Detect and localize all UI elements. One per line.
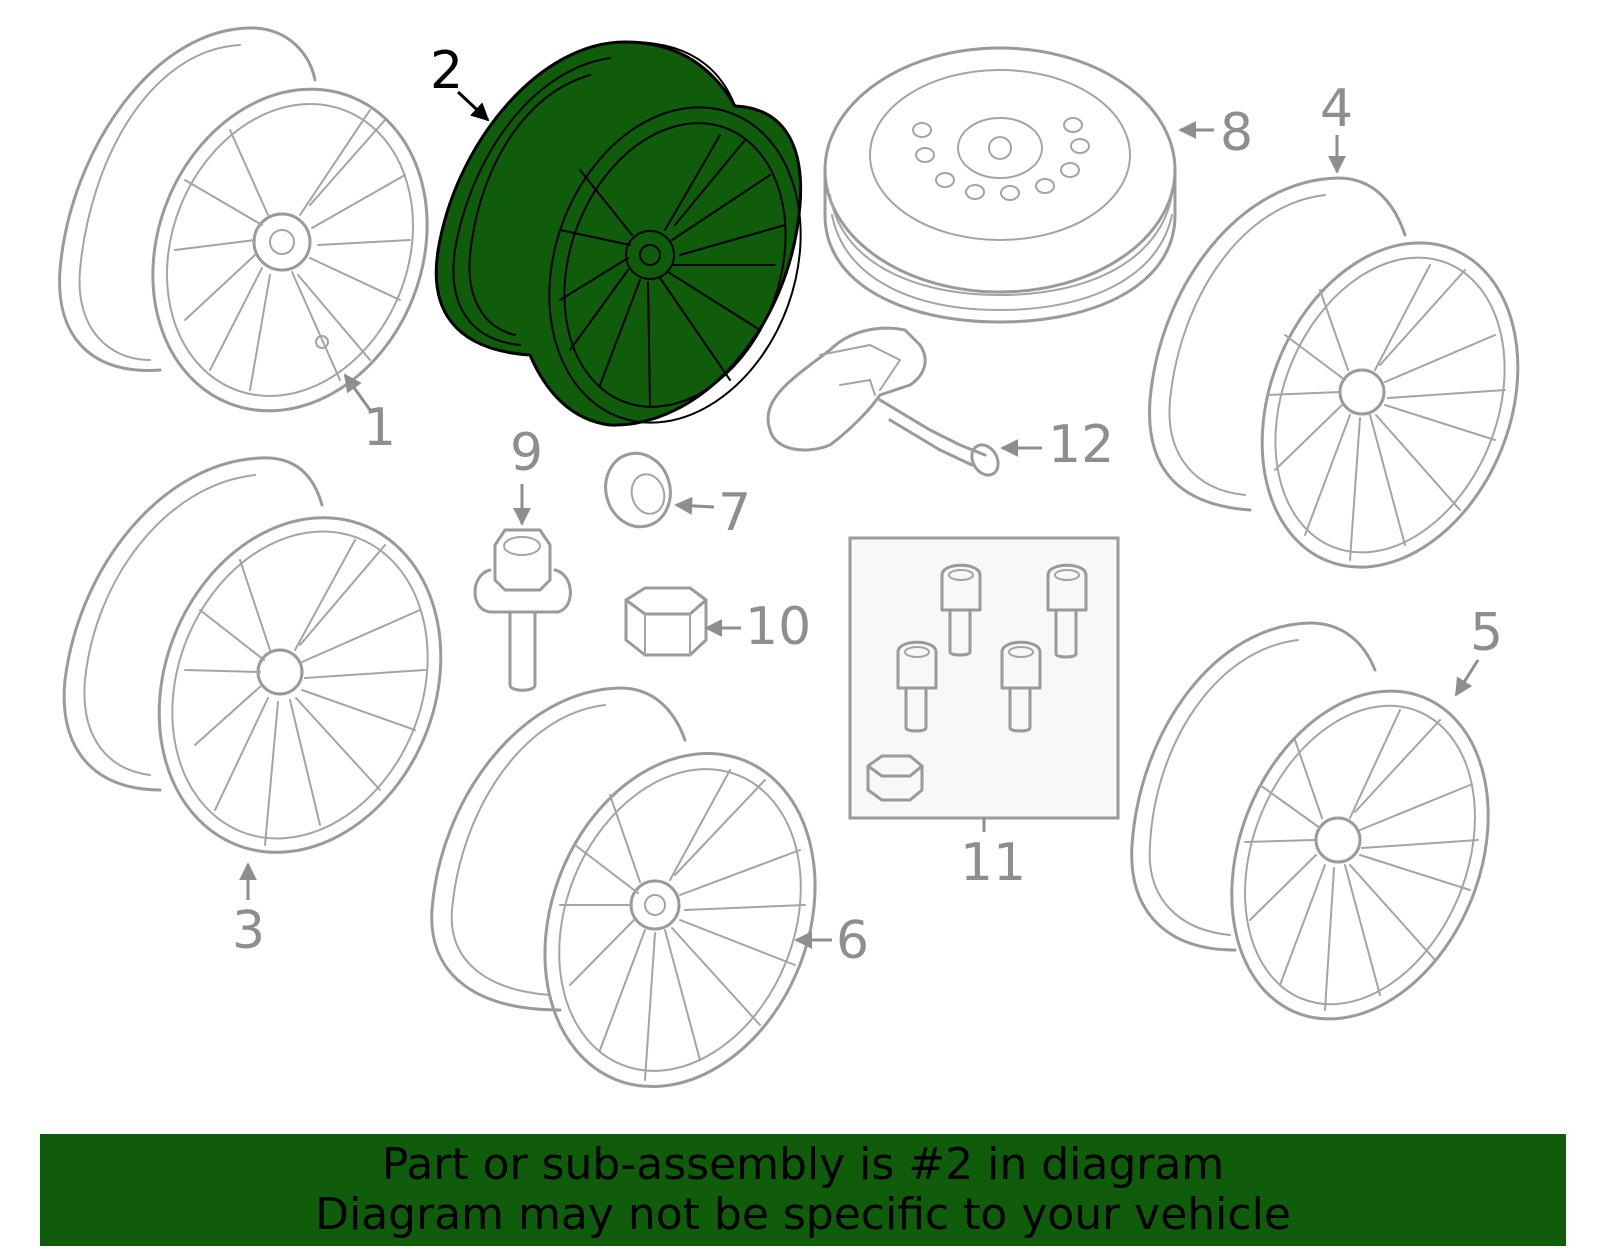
wheel-part-6[interactable] (430, 686, 863, 1127)
wheel-2-rim-body (434, 40, 803, 427)
callout-7: 7 (674, 483, 751, 543)
callout-3: 3 (232, 862, 265, 961)
tpms-sensor-part-12[interactable] (766, 326, 1003, 480)
banner-line-1: Part or sub-assembly is #2 in diagram (381, 1139, 1225, 1190)
wheel-part-2-highlighted[interactable] (434, 40, 843, 458)
wheel-bolt-part-9[interactable] (473, 528, 572, 692)
wheel-part-3[interactable] (62, 456, 489, 895)
svg-text:10: 10 (745, 597, 811, 657)
banner-background (40, 1134, 1566, 1246)
svg-text:12: 12 (1048, 415, 1114, 475)
svg-text:9: 9 (510, 423, 543, 483)
lock-bolt-1 (940, 563, 982, 657)
callout-5: 5 (1454, 603, 1503, 697)
callout-9: 9 (510, 423, 543, 526)
lock-kit-part-11[interactable] (848, 536, 1120, 820)
lock-bolt-2 (1046, 563, 1088, 659)
svg-text:7: 7 (718, 483, 751, 543)
svg-text:11: 11 (960, 833, 1026, 893)
svg-text:2: 2 (430, 41, 463, 101)
callout-12: 12 (1000, 415, 1114, 475)
callout-6: 6 (794, 911, 869, 971)
lock-bolt-3 (896, 640, 938, 733)
info-banner: Part or sub-assembly is #2 in diagram Di… (40, 1134, 1566, 1246)
lock-bolt-4 (1000, 640, 1042, 733)
callout-11: 11 (960, 818, 1026, 893)
callout-10: 10 (704, 597, 811, 657)
lock-nut-cap (866, 754, 924, 802)
callout-1: 1 (343, 373, 396, 458)
callout-2: 2 (430, 41, 490, 122)
valve-cap-part-7[interactable] (598, 446, 679, 534)
svg-text:6: 6 (836, 911, 869, 971)
banner-line-2: Diagram may not be specific to your vehi… (315, 1189, 1291, 1240)
svg-text:3: 3 (232, 901, 265, 961)
callout-8: 8 (1178, 103, 1253, 163)
wheel-part-5[interactable] (1130, 621, 1535, 1058)
lug-nut-cover-part-10[interactable] (624, 586, 708, 657)
svg-text:4: 4 (1320, 79, 1353, 139)
callout-4: 4 (1320, 79, 1353, 174)
wheel-part-1[interactable] (58, 26, 475, 452)
spare-tire-part-8[interactable] (823, 46, 1177, 324)
svg-text:5: 5 (1470, 603, 1503, 663)
svg-text:8: 8 (1220, 103, 1253, 163)
wheel-part-4[interactable] (1148, 176, 1565, 606)
